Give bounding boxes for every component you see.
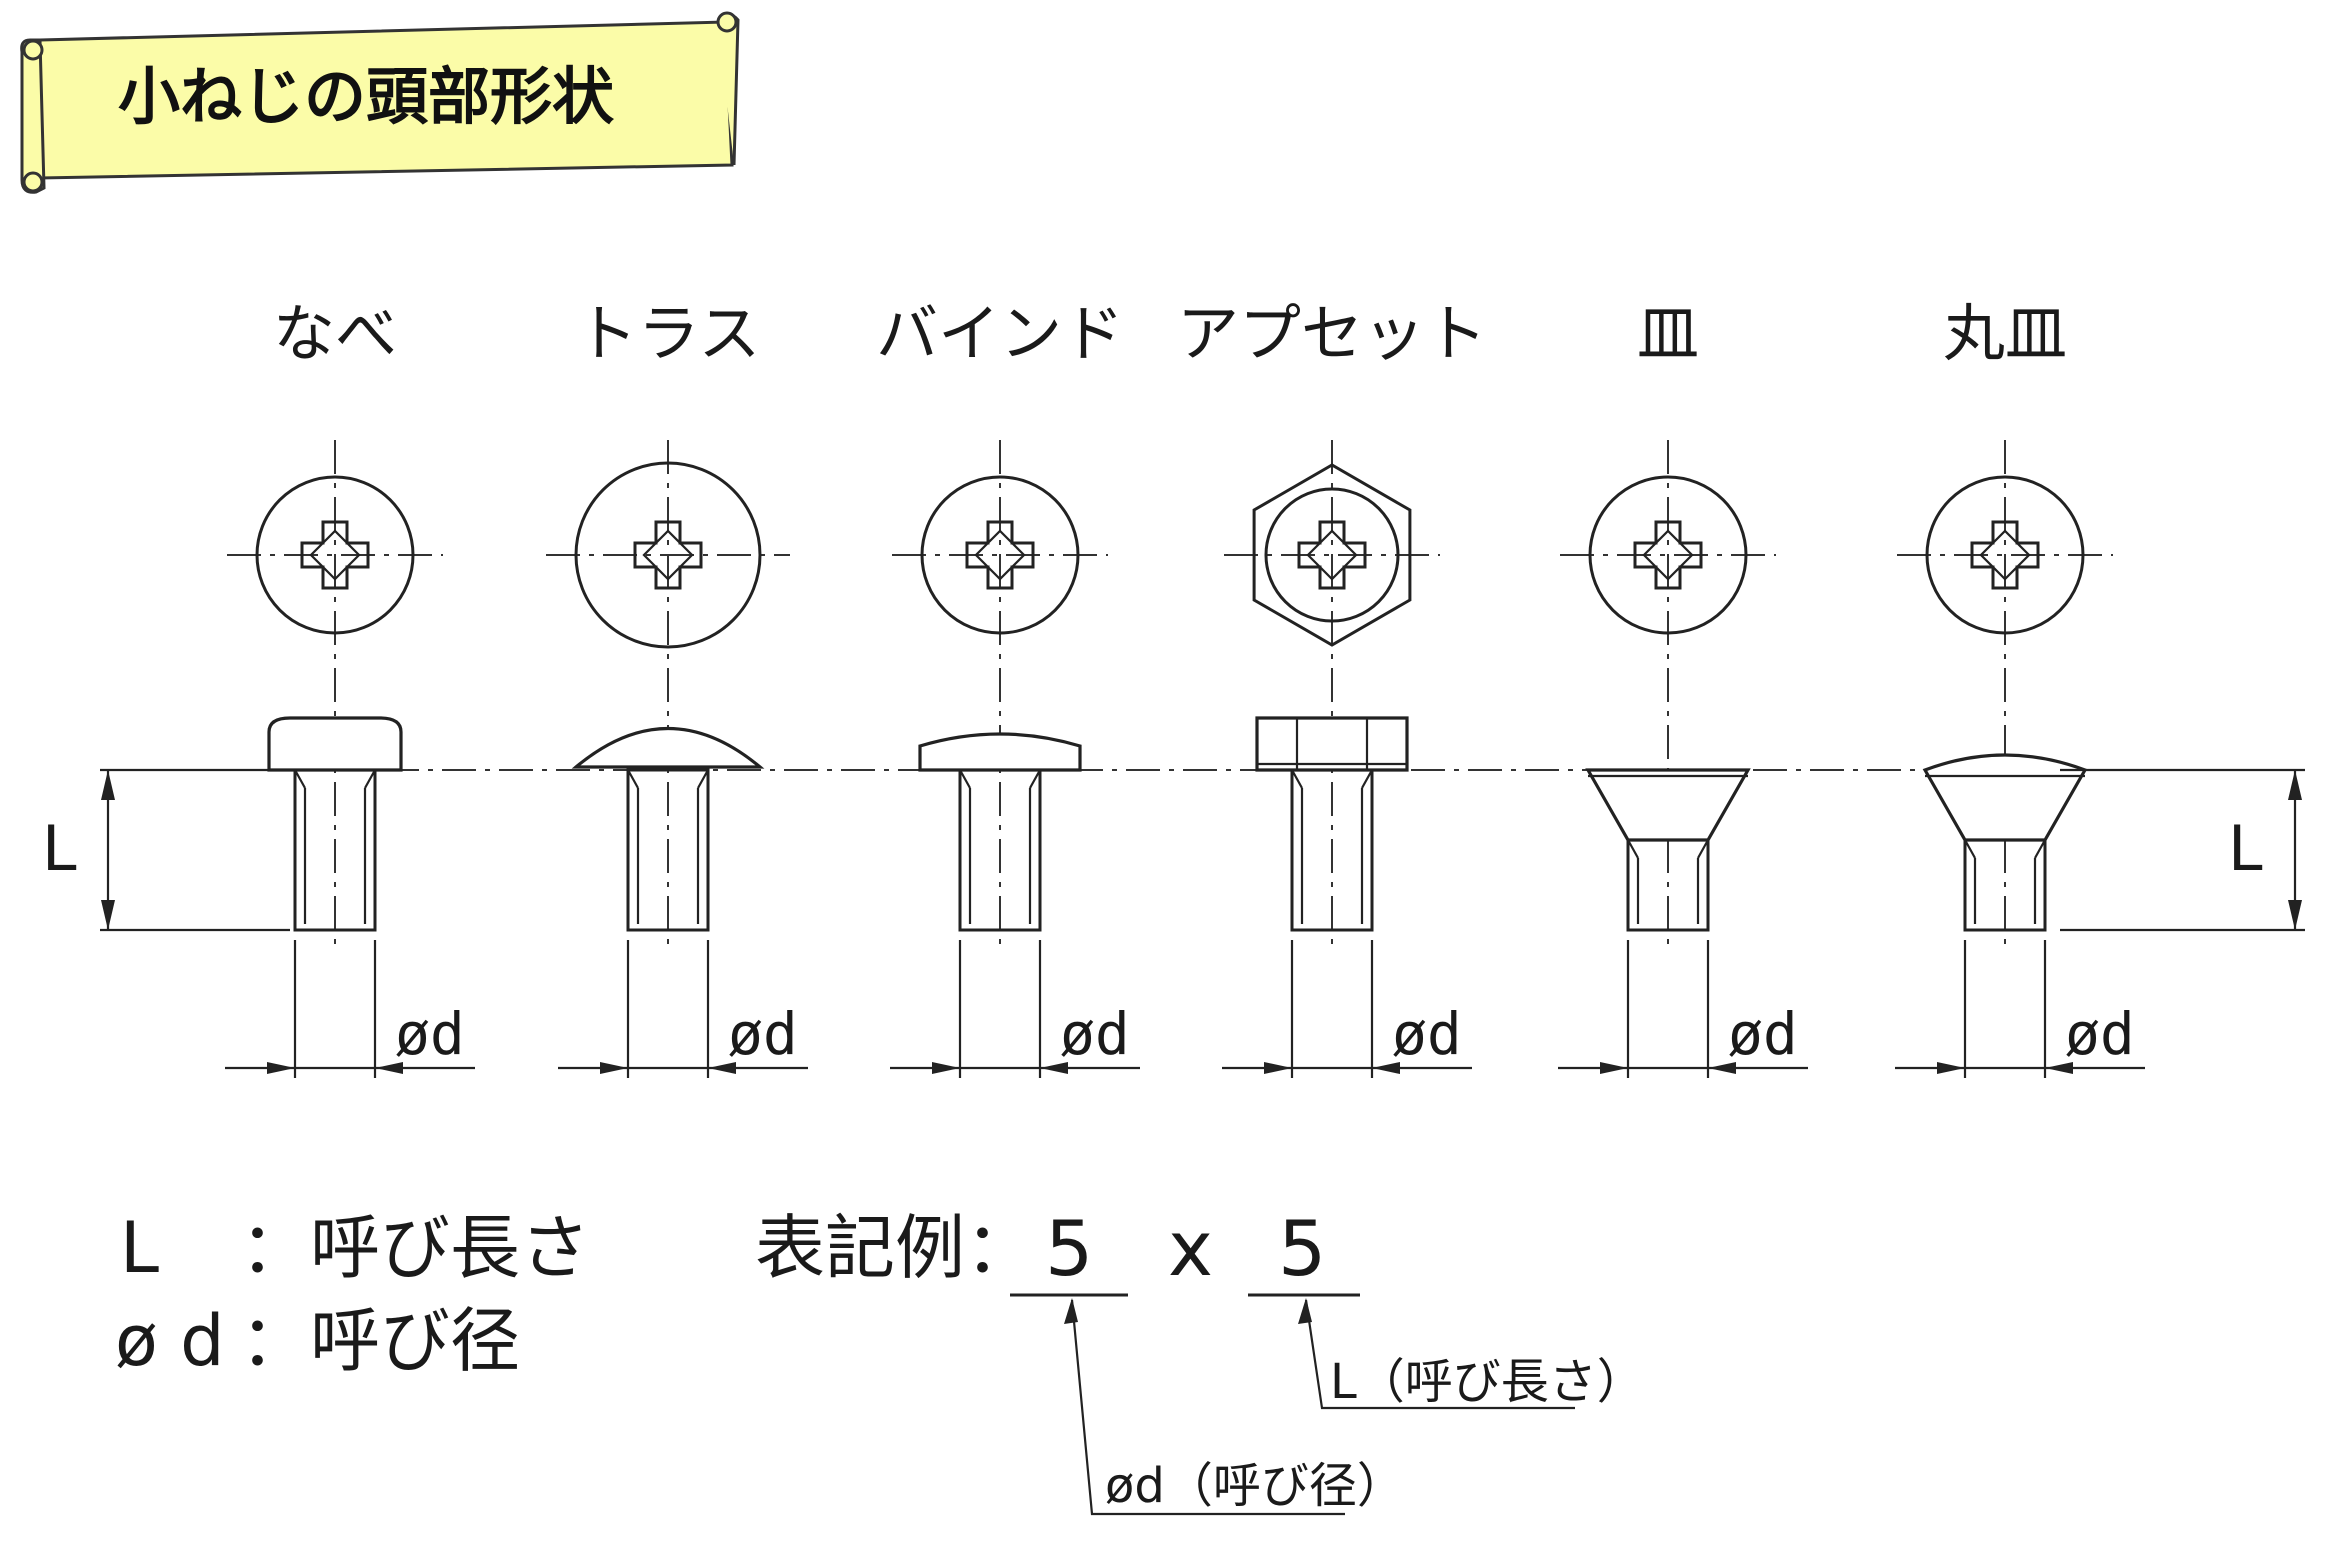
- notation-example: 表記例： 5 x 5 L（呼び長さ） ød（呼び径）: [755, 1204, 1645, 1516]
- head-side-profile: [918, 732, 1082, 772]
- example-diameter-note: ød（呼び径）: [1105, 1458, 1405, 1514]
- screw-name-hex: アプセット: [1177, 297, 1487, 370]
- screw-shank: [626, 768, 710, 932]
- screw-oval: 丸皿 ød: [1895, 297, 2145, 1078]
- example-diameter-value: 5: [1045, 1204, 1093, 1293]
- screw-pan: なべ ød: [225, 297, 475, 1078]
- legend: L ：呼び長さ ø d ：呼び径: [115, 1207, 590, 1382]
- head-side-profile: [1585, 768, 1751, 842]
- screw-name-pan: なべ: [273, 297, 397, 370]
- length-label: L: [2228, 812, 2263, 885]
- screw-flat: 皿 ød: [1558, 297, 1808, 1078]
- screw-name-truss: トラス: [576, 297, 761, 370]
- diameter-label: ød: [728, 1000, 798, 1068]
- screw-bind: バインド ød: [876, 297, 1140, 1078]
- length-label: L: [42, 812, 77, 885]
- example-length-value: 5: [1278, 1204, 1326, 1293]
- example-length-note: L（呼び長さ）: [1330, 1354, 1645, 1410]
- screw-shank: [1963, 838, 2047, 932]
- head-side-profile: [571, 727, 765, 769]
- screw-name-oval: 丸皿: [1943, 297, 2067, 370]
- screw-figures: なべ ød トラス ød バインド ød アプセット ød 皿 ød 丸皿 ød L L: [42, 297, 2305, 1078]
- legend-diameter-symbol: ø d: [115, 1300, 225, 1382]
- length-dimension-left: L: [42, 768, 290, 932]
- screw-shank: [1290, 768, 1374, 932]
- diameter-label: ød: [2065, 1000, 2135, 1068]
- page-title: 小ねじの頭部形状: [118, 60, 615, 133]
- legend-length-symbol: L: [120, 1207, 159, 1289]
- head-top-outline: [1588, 475, 1748, 635]
- hex-top-outline: [1252, 463, 1412, 647]
- screw-shank: [1626, 838, 1710, 932]
- example-times: x: [1168, 1204, 1213, 1293]
- title-banner: 小ねじの頭部形状: [20, 11, 740, 194]
- head-top-outline: [1925, 475, 2085, 635]
- head-top-outline: [255, 475, 415, 635]
- diameter-label: ød: [1060, 1000, 1130, 1068]
- length-dimension-right: L: [2060, 768, 2305, 932]
- screw-hex: アプセット ød: [1177, 297, 1487, 1078]
- head-side-profile: [1922, 753, 2088, 842]
- head-side-profile: [1255, 716, 1409, 772]
- head-top-outline: [920, 475, 1080, 635]
- screw-shank: [293, 768, 377, 932]
- diameter-label: ød: [1728, 1000, 1798, 1068]
- diameter-label: ød: [1392, 1000, 1462, 1068]
- example-label: 表記例：: [755, 1207, 1035, 1289]
- screw-name-bind: バインド: [876, 297, 1124, 370]
- screw-shank: [958, 768, 1042, 932]
- legend-length-text: ：呼び長さ: [240, 1207, 590, 1289]
- screw-name-flat: 皿: [1637, 297, 1699, 370]
- head-side-profile: [267, 716, 403, 772]
- head-top-outline: [574, 461, 762, 649]
- diameter-label: ød: [395, 1000, 465, 1068]
- screw-truss: トラス ød: [546, 297, 808, 1078]
- legend-diameter-text: ：呼び径: [240, 1300, 520, 1382]
